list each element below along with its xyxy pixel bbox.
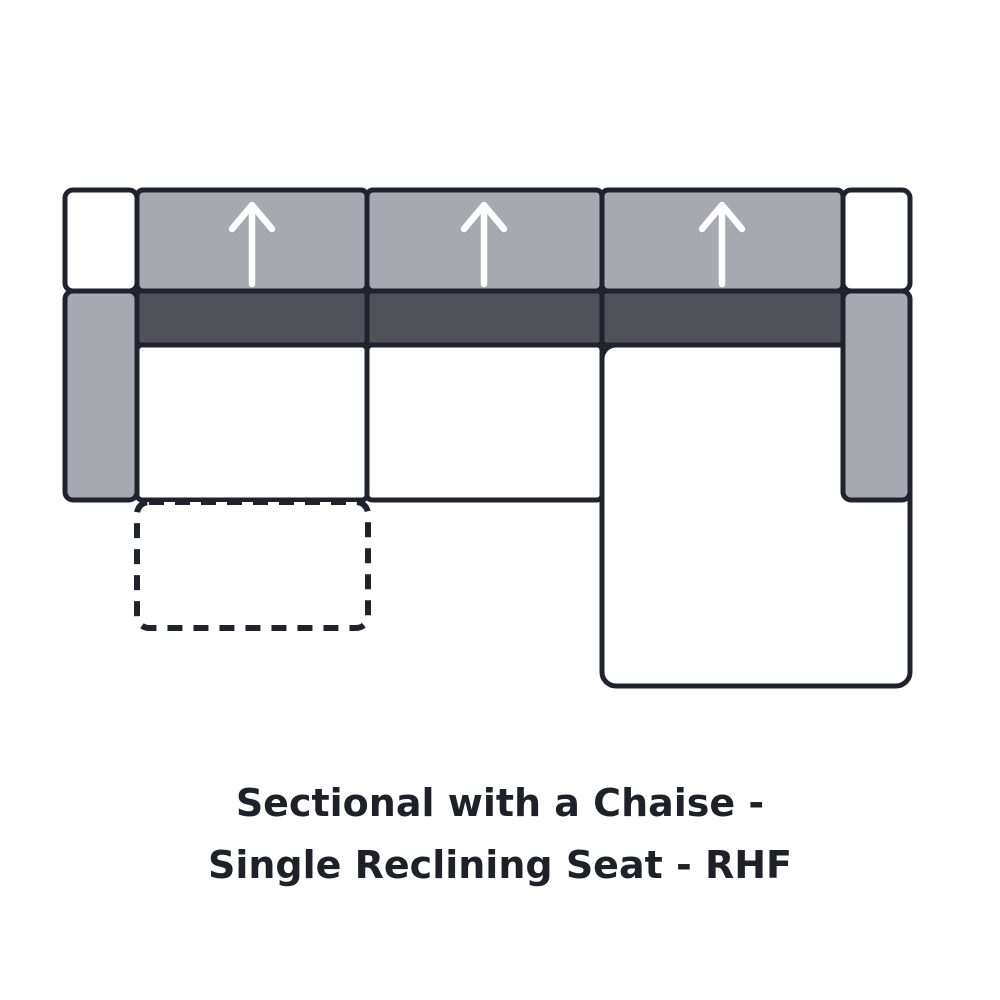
caption: Sectional with a Chaise - Single Reclini… xyxy=(0,772,1000,896)
seat-left xyxy=(134,342,370,503)
recliner-footrest-extended-outline xyxy=(134,499,371,631)
sectional-sofa-top-view-diagram xyxy=(62,187,913,689)
caption-line-1: Sectional with a Chaise - xyxy=(235,781,765,825)
left-arm-top-cap xyxy=(62,187,140,294)
right-arm-top-cap xyxy=(840,187,913,294)
right-armrest xyxy=(840,288,913,503)
up-arrow-icon xyxy=(698,201,746,288)
back-cushion-middle xyxy=(364,288,605,348)
back-cushion-right xyxy=(599,288,846,348)
up-arrow-icon xyxy=(228,201,276,288)
seat-middle xyxy=(364,342,605,503)
back-cushion-left xyxy=(134,288,370,348)
up-arrow-icon xyxy=(460,201,508,288)
caption-line-2: Single Reclining Seat - RHF xyxy=(207,843,793,887)
left-armrest xyxy=(62,288,140,503)
